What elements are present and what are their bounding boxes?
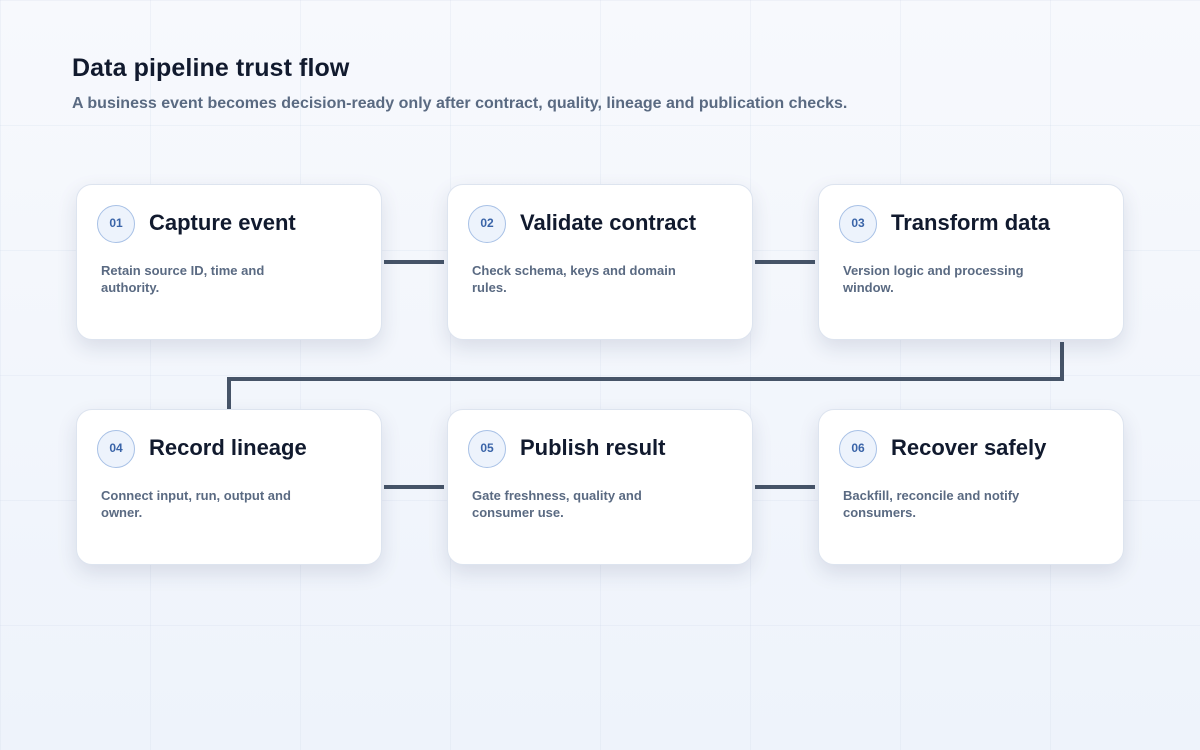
step-description: Version logic and processing window. [843,263,1024,295]
connector-03-04 [227,342,1064,409]
step-card-validate-contract: 02 Validate contract Check schema, keys … [447,184,753,340]
step-title: Recover safely [891,435,1047,460]
diagram-subtitle: A business event becomes decision-ready … [72,95,848,112]
step-number-badge: 04 [97,430,135,468]
step-description: Connect input, run, output and owner. [101,488,291,520]
step-title: Validate contract [520,210,697,235]
step-description: Check schema, keys and domain rules. [472,263,676,295]
step-card-record-lineage: 04 Record lineage Connect input, run, ou… [76,409,382,565]
step-number-badge: 03 [839,205,877,243]
step-card-publish-result: 05 Publish result Gate freshness, qualit… [447,409,753,565]
step-title: Record lineage [149,435,307,460]
step-title: Transform data [891,210,1050,235]
step-title: Publish result [520,435,666,460]
step-title: Capture event [149,210,296,235]
diagram-title: Data pipeline trust flow [72,54,350,82]
step-number-badge: 01 [97,205,135,243]
step-description: Gate freshness, quality and consumer use… [472,488,642,520]
step-number-badge: 06 [839,430,877,468]
step-card-transform-data: 03 Transform data Version logic and proc… [818,184,1124,340]
step-description: Backfill, reconcile and notify consumers… [843,488,1020,520]
step-description: Retain source ID, time and authority. [101,263,265,295]
step-number-badge: 05 [468,430,506,468]
step-card-recover-safely: 06 Recover safely Backfill, reconcile an… [818,409,1124,565]
step-card-capture-event: 01 Capture event Retain source ID, time … [76,184,382,340]
step-number-badge: 02 [468,205,506,243]
